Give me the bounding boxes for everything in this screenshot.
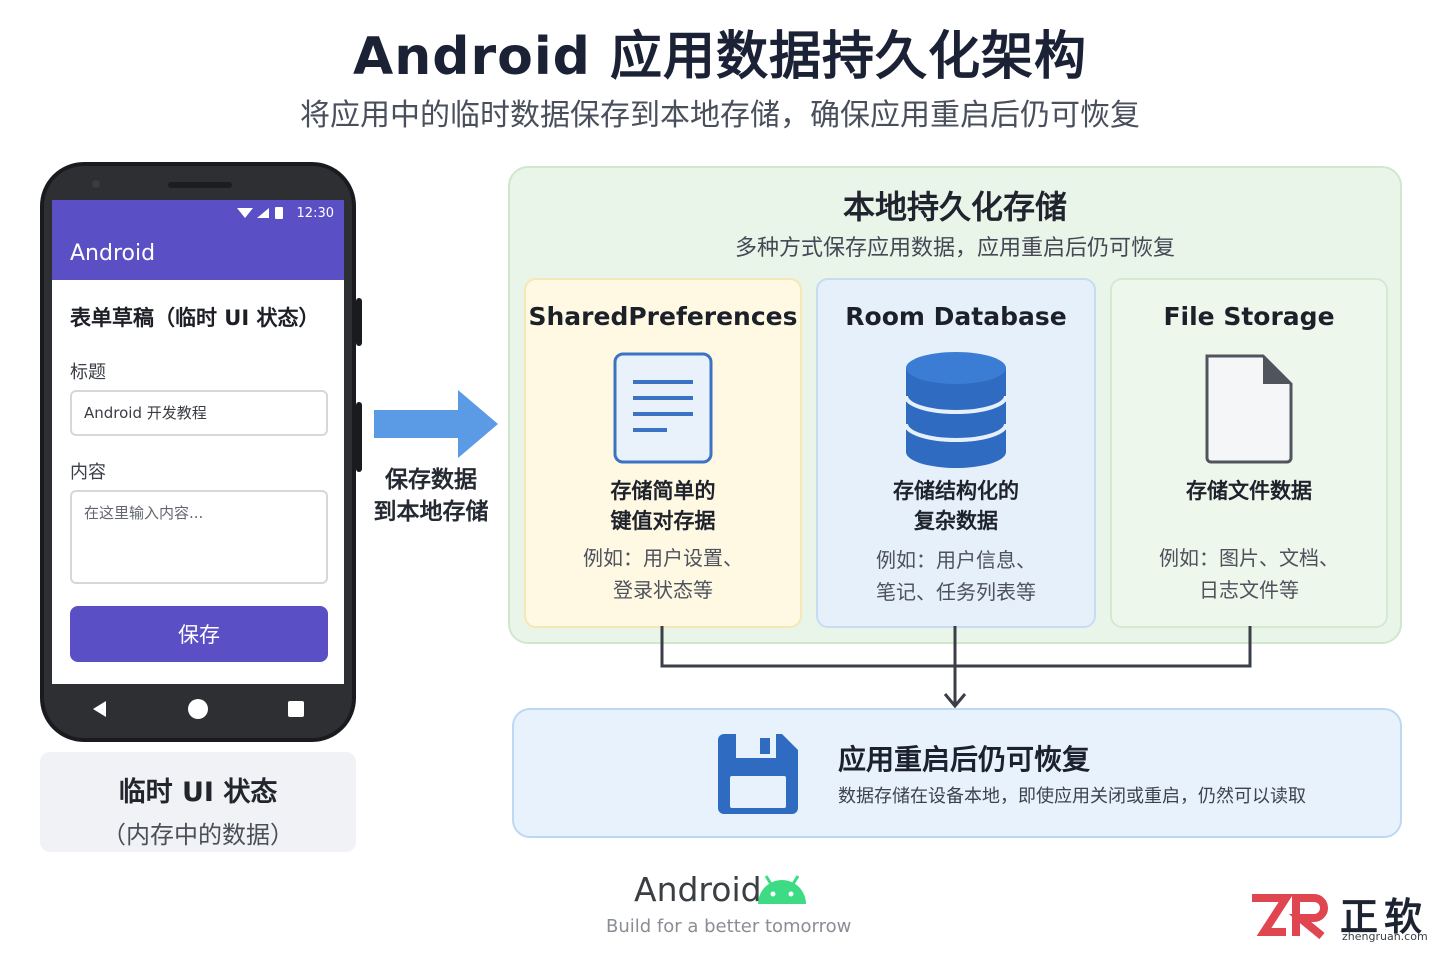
- storage-option-desc-line1: 存储文件数据: [1186, 479, 1312, 503]
- storage-option-desc: 存储简单的 键值对存据: [526, 476, 800, 536]
- storage-option-room-database: Room Database 存储结构化的 复杂数据 例如：用户信息、 笔记、任务…: [816, 278, 1096, 628]
- floppy-disk-icon: [718, 734, 798, 814]
- restore-result-box: [512, 708, 1402, 838]
- storage-option-example: 例如：用户信息、 笔记、任务列表等: [818, 544, 1094, 608]
- brand-url: zhengruan.com: [1342, 930, 1428, 943]
- storage-option-example-line2: 登录状态等: [613, 578, 713, 602]
- flow-label-line2: 到本地存储: [373, 499, 489, 525]
- power-button: [356, 402, 362, 472]
- storage-option-example-line1: 例如：图片、文档、: [1159, 546, 1339, 570]
- storage-option-desc-line1: 存储结构化的: [893, 479, 1019, 503]
- file-icon: [1205, 354, 1293, 464]
- storage-option-example-line1: 例如：用户设置、: [583, 546, 743, 570]
- nav-bar: [52, 684, 344, 734]
- phone-screen: 12:30 Android 表单草稿（临时 UI 状态） 标题 Android …: [52, 200, 344, 684]
- save-button[interactable]: 保存: [70, 606, 328, 662]
- storage-subtitle: 多种方式保存应用数据，应用重启后仍可恢复: [734, 236, 1175, 261]
- app-bar-title: Android: [52, 226, 344, 280]
- status-time: 12:30: [296, 205, 334, 221]
- android-tagline: Build for a better tomorrow: [606, 916, 852, 937]
- storage-option-desc: 存储结构化的 复杂数据: [818, 476, 1094, 536]
- storage-option-example-line2: 日志文件等: [1199, 578, 1299, 602]
- database-icon: [904, 352, 1008, 468]
- recents-icon[interactable]: [286, 699, 306, 719]
- form-title: 表单草稿（临时 UI 状态）: [70, 306, 320, 330]
- storage-option-desc: 存储文件数据: [1112, 476, 1386, 506]
- phone-camera: [92, 180, 100, 188]
- title-field-label: 标题: [70, 362, 106, 383]
- storage-option-example-line2: 笔记、任务列表等: [876, 580, 1036, 604]
- phone-mockup: 12:30 Android 表单草稿（临时 UI 状态） 标题 Android …: [40, 162, 362, 742]
- storage-option-example: 例如：用户设置、 登录状态等: [526, 542, 800, 606]
- temp-state-title: 临时 UI 状态: [118, 777, 278, 808]
- content-field-label: 内容: [70, 462, 106, 483]
- flow-arrow-label: 保存数据 到本地存储: [366, 464, 496, 528]
- storage-option-desc-line1: 存储简单的: [610, 479, 716, 503]
- document-icon: [613, 352, 713, 464]
- zhengruan-logo-icon: [1252, 894, 1328, 940]
- content-textarea[interactable]: 在这里输入内容...: [70, 490, 328, 584]
- temp-ui-state-box: 临时 UI 状态 （内存中的数据）: [40, 752, 356, 852]
- home-icon[interactable]: [187, 698, 209, 720]
- page-subtitle: 将应用中的临时数据保存到本地存储，确保应用重启后仍可恢复: [300, 98, 1140, 133]
- result-title: 应用重启后仍可恢复: [838, 743, 1091, 776]
- android-robot-icon: [758, 875, 806, 904]
- storage-option-title: File Storage: [1163, 302, 1335, 331]
- page-title: Android 应用数据持久化架构: [352, 27, 1087, 87]
- storage-option-file-storage: File Storage 存储文件数据 例如：图片、文档、 日志文件等: [1110, 278, 1388, 628]
- result-description: 数据存储在设备本地，即使应用关闭或重启，仍然可以读取: [838, 786, 1306, 807]
- volume-button: [356, 298, 362, 346]
- right-arrow-icon: [374, 390, 498, 458]
- storage-option-desc-line2: 键值对存据: [610, 509, 716, 533]
- storage-option-title: Room Database: [845, 302, 1067, 331]
- brand-name: 正软: [1340, 895, 1429, 939]
- title-input[interactable]: Android 开发教程: [70, 390, 328, 436]
- storage-option-desc-line2: 复杂数据: [914, 509, 998, 533]
- back-icon[interactable]: [90, 699, 110, 719]
- storage-title: 本地持久化存储: [842, 188, 1067, 226]
- temp-state-subtitle: （内存中的数据）: [102, 821, 294, 849]
- android-logo-text: Android: [634, 870, 762, 909]
- storage-option-sharedpreferences: SharedPreferences 存储简单的 键值对存据 例如：用户设置、 登…: [524, 278, 802, 628]
- storage-option-example-line1: 例如：用户信息、: [876, 548, 1036, 572]
- storage-option-title: SharedPreferences: [528, 302, 798, 331]
- flow-label-line1: 保存数据: [385, 467, 477, 493]
- status-bar: 12:30: [52, 200, 344, 226]
- storage-option-example: 例如：图片、文档、 日志文件等: [1112, 542, 1386, 606]
- connector-lines: [660, 626, 1252, 709]
- phone-speaker: [168, 182, 232, 188]
- signal-battery-icon: [236, 207, 283, 219]
